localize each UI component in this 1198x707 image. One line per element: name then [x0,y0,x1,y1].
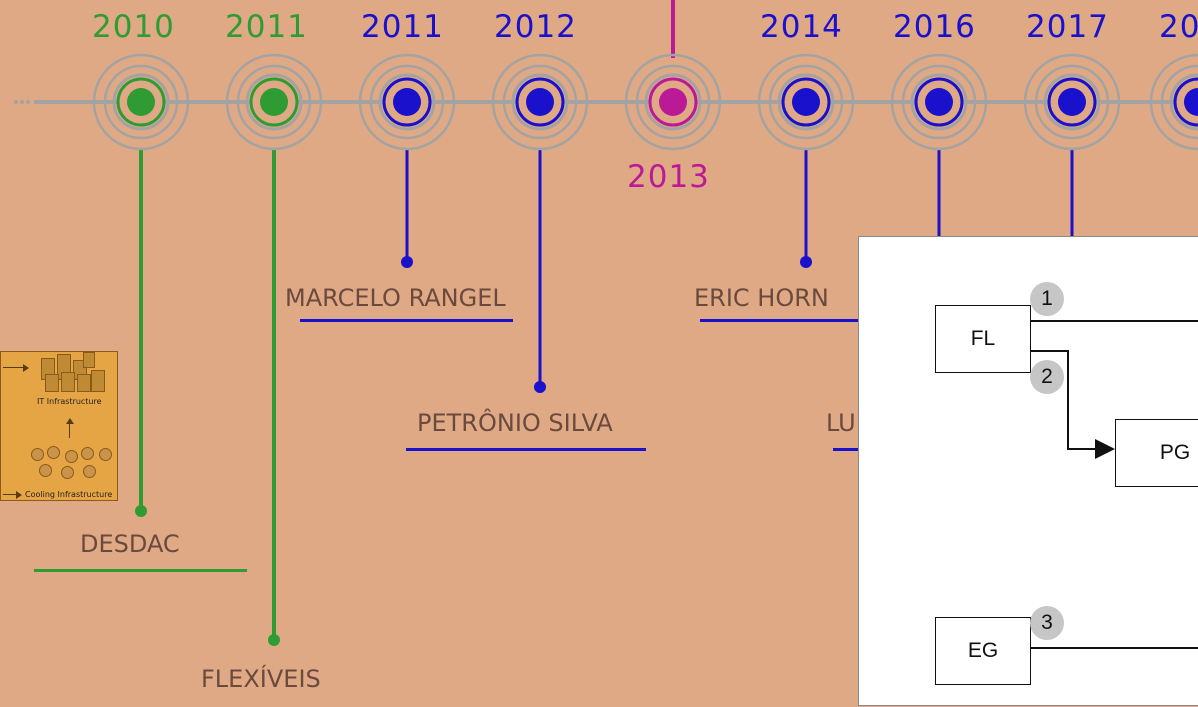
node-ring-middle [635,64,711,140]
year-label-2017: 2017 [1026,9,1109,45]
axis-lead-dot [14,100,18,104]
milestone-stem-dot [401,256,413,268]
milestone-node-dot [925,88,953,116]
building-icon [61,372,75,392]
connector-line [1029,350,1095,450]
node-ring-outer [757,53,855,151]
milestone-node-dot [1058,88,1086,116]
node-ring-middle [768,64,844,140]
node-ring-inner [777,73,835,131]
node-ring-middle [1160,64,1198,140]
node-ring-outer [890,53,988,151]
arrow-head-icon [66,418,74,424]
node-ring-inner [245,73,303,131]
milestone-name-eric-horn: ERIC HORN [694,284,829,312]
year-label-2011-green: 2011 [225,9,308,45]
node-ring-middle [103,64,179,140]
step-badge-1: 1 [1030,282,1064,316]
arrow-right-icon [3,494,17,495]
cooling-unit-icon [65,450,78,463]
node-ring-middle [236,64,312,140]
year-label-2011-blue: 2011 [361,9,444,45]
cooling-unit-icon [83,465,96,478]
infrastructure-thumbnail: IT Infrastructure Cooling Infrastructure [0,351,118,501]
axis-lead-dot [26,100,30,104]
cooling-unit-icon [47,446,60,459]
milestone-node-dot [127,88,155,116]
node-ring-inner [910,73,968,131]
milestone-node-dot [1184,88,1198,116]
milestone-node-dot [260,88,288,116]
milestone-stem-dot [135,505,147,517]
flow-box-eg: EG [935,617,1031,685]
node-ring-outer [225,53,323,151]
node-ring-inner [378,73,436,131]
arrow-right-icon [3,367,25,368]
cooling-unit-icon [61,466,74,479]
node-ring-outer [1149,53,1198,151]
year-label-2012: 2012 [494,9,577,45]
arrow-head-icon [16,491,22,499]
node-ring-outer [624,53,722,151]
node-ring-inner [1043,73,1101,131]
milestone-name-lu-partial: LU [826,409,856,437]
cooling-unit-icon [99,448,112,461]
year-label-2014: 2014 [760,9,843,45]
flow-box-pg: PG [1115,419,1198,487]
node-ring-middle [1034,64,1110,140]
milestone-underline-marcelo-rangel [300,319,513,322]
node-ring-inner [644,73,702,131]
node-ring-outer [1023,53,1121,151]
milestone-stem-dot [534,381,546,393]
building-icon [77,374,91,392]
cooling-unit-icon [81,447,94,460]
step-badge-2: 2 [1030,360,1064,394]
node-ring-outer [358,53,456,151]
milestone-stem-dot [268,634,280,646]
building-icon [83,352,95,368]
milestone-name-marcelo-rangel: MARCELO RANGEL [285,284,506,312]
milestone-node-dot [526,88,554,116]
arrow-head-icon [23,364,29,372]
node-ring-outer [491,53,589,151]
milestone-name-flexiveis: FLEXÍVEIS [201,665,321,693]
node-ring-inner [511,73,569,131]
axis-lead-dot [20,100,24,104]
milestone-node-dot [659,88,687,116]
building-icon [91,370,105,392]
year-label-20-partial: 20 [1159,9,1198,45]
year-label-2010: 2010 [92,9,175,45]
step-badge-3: 3 [1030,606,1064,640]
year-label-2013: 2013 [627,159,710,195]
milestone-name-petronio-silva: PETRÔNIO SILVA [417,409,613,437]
flow-diagram-panel: FL PG EG 1 2 3 [858,236,1198,706]
milestone-underline-eric-horn [700,319,900,322]
cooling-infrastructure-label: Cooling Infrastructure [25,490,113,499]
it-infrastructure-label: IT Infrastructure [37,397,102,406]
flow-connectors [1029,320,1198,649]
arrow-up-icon [69,424,70,438]
node-ring-middle [369,64,445,140]
milestone-node-dot [393,88,421,116]
milestone-underline-petronio-silva [406,448,646,451]
node-ring-inner [1169,73,1198,131]
node-ring-inner [112,73,170,131]
flow-box-fl: FL [935,305,1031,373]
node-ring-middle [502,64,578,140]
cooling-unit-icon [31,448,44,461]
milestone-stem-dot [800,256,812,268]
milestone-name-desdac: DESDAC [80,530,180,558]
milestone-node-dot [792,88,820,116]
arrowhead-icon [1095,439,1115,459]
building-icon [45,374,59,392]
milestone-underline-desdac [34,569,247,572]
node-ring-outer [92,53,190,151]
node-ring-middle [901,64,977,140]
year-label-2016: 2016 [893,9,976,45]
cooling-unit-icon [39,464,52,477]
